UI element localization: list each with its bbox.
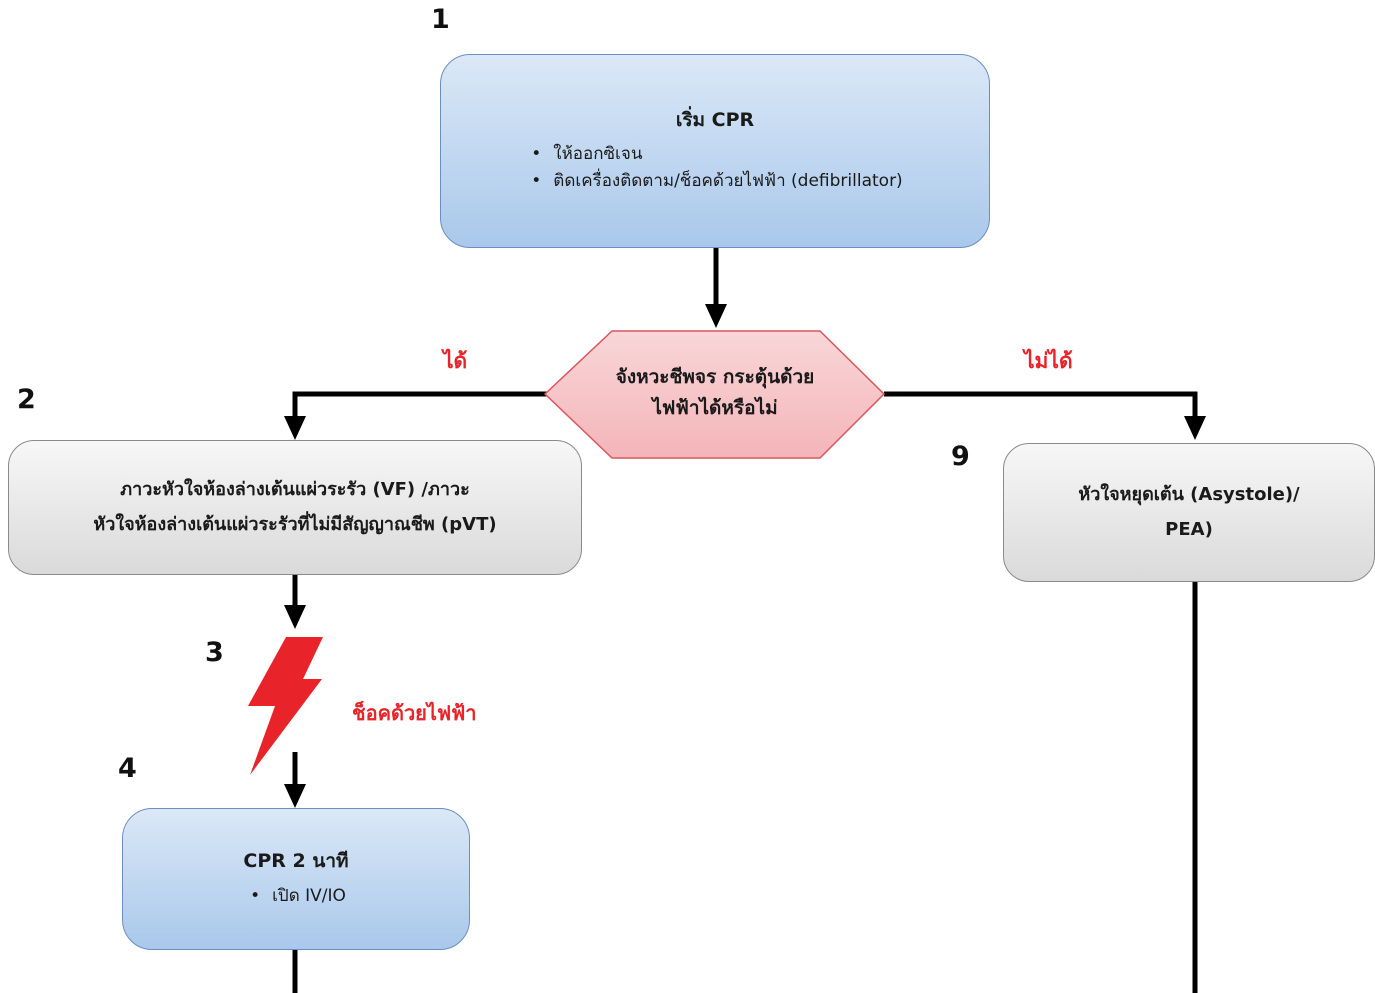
- arrowhead-shock-to-step4: [284, 784, 306, 808]
- decision-line-2: ไฟฟ้าได้หรือไม่: [652, 397, 778, 420]
- arrow-decision-to-step9: [884, 391, 1198, 418]
- step1-item-oxygen: • ให้ออกซิเจน: [527, 141, 902, 167]
- step2-vf-pvt-box: ภาวะหัวใจห้องล่างเต้นแผ่วระรัว (VF) /ภาว…: [8, 440, 582, 575]
- step4-item-iv-io: • เปิด IV/IO: [246, 883, 346, 909]
- bullet-dot-icon: •: [250, 885, 261, 906]
- step2-line-1: ภาวะหัวใจห้องล่างเต้นแผ่วระรัว (VF) /ภาว…: [120, 479, 470, 501]
- step1-item-list: • ให้ออกซิเจน • ติดเครื่องติดตาม/ช็อคด้ว…: [527, 141, 902, 194]
- step1-start-cpr-box: เริ่ม CPR • ให้ออกซิเจน • ติดเครื่องติดต…: [440, 54, 990, 248]
- step9-line-2: PEA): [1165, 518, 1213, 540]
- arrowhead-step1-to-decision: [705, 304, 727, 328]
- bullet-dot-icon: •: [531, 170, 542, 191]
- step2-line-2: หัวใจห้องล่างเต้นแผ่วระรัวที่ไม่มีสัญญาณ…: [93, 513, 497, 535]
- lightning-bolt-icon: [248, 637, 323, 775]
- step-number-1: 1: [431, 4, 450, 35]
- step1-item-defibrillator: • ติดเครื่องติดตาม/ช็อคด้วยไฟฟ้า (defibr…: [527, 168, 902, 194]
- step1-title: เริ่ม CPR: [675, 108, 755, 131]
- yes-branch-label: ได้: [443, 349, 468, 373]
- step-number-9: 9: [951, 441, 970, 472]
- arrow-decision-to-step2: [292, 391, 548, 418]
- step-number-3: 3: [205, 637, 224, 668]
- bullet-dot-icon: •: [531, 144, 542, 165]
- step9-line-1: หัวใจหยุดเต้น (Asystole)/: [1078, 484, 1300, 506]
- no-branch-label: ไม่ได้: [1024, 349, 1073, 373]
- step4-item-list: • เปิด IV/IO: [246, 883, 346, 909]
- decision-line-1: จังหวะชีพจร กระตุ้นด้วย: [615, 366, 815, 388]
- step4-title: CPR 2 นาที: [243, 850, 349, 872]
- decision-hexagon: [543, 330, 886, 459]
- shock-label: ช็อคด้วยไฟฟ้า: [352, 701, 477, 725]
- step-number-2: 2: [17, 384, 36, 415]
- arrowhead-step2-to-shock: [284, 605, 306, 629]
- step4-cpr-2min-box: CPR 2 นาที • เปิด IV/IO: [122, 808, 470, 950]
- step-number-4: 4: [118, 753, 137, 784]
- decision-question: จังหวะชีพจร กระตุ้นด้วย ไฟฟ้าได้หรือไม่: [560, 362, 870, 425]
- step9-asystole-pea-box: หัวใจหยุดเต้น (Asystole)/ PEA): [1003, 443, 1375, 582]
- arrowhead-decision-to-step2: [284, 416, 306, 440]
- arrowhead-decision-to-step9: [1184, 416, 1206, 440]
